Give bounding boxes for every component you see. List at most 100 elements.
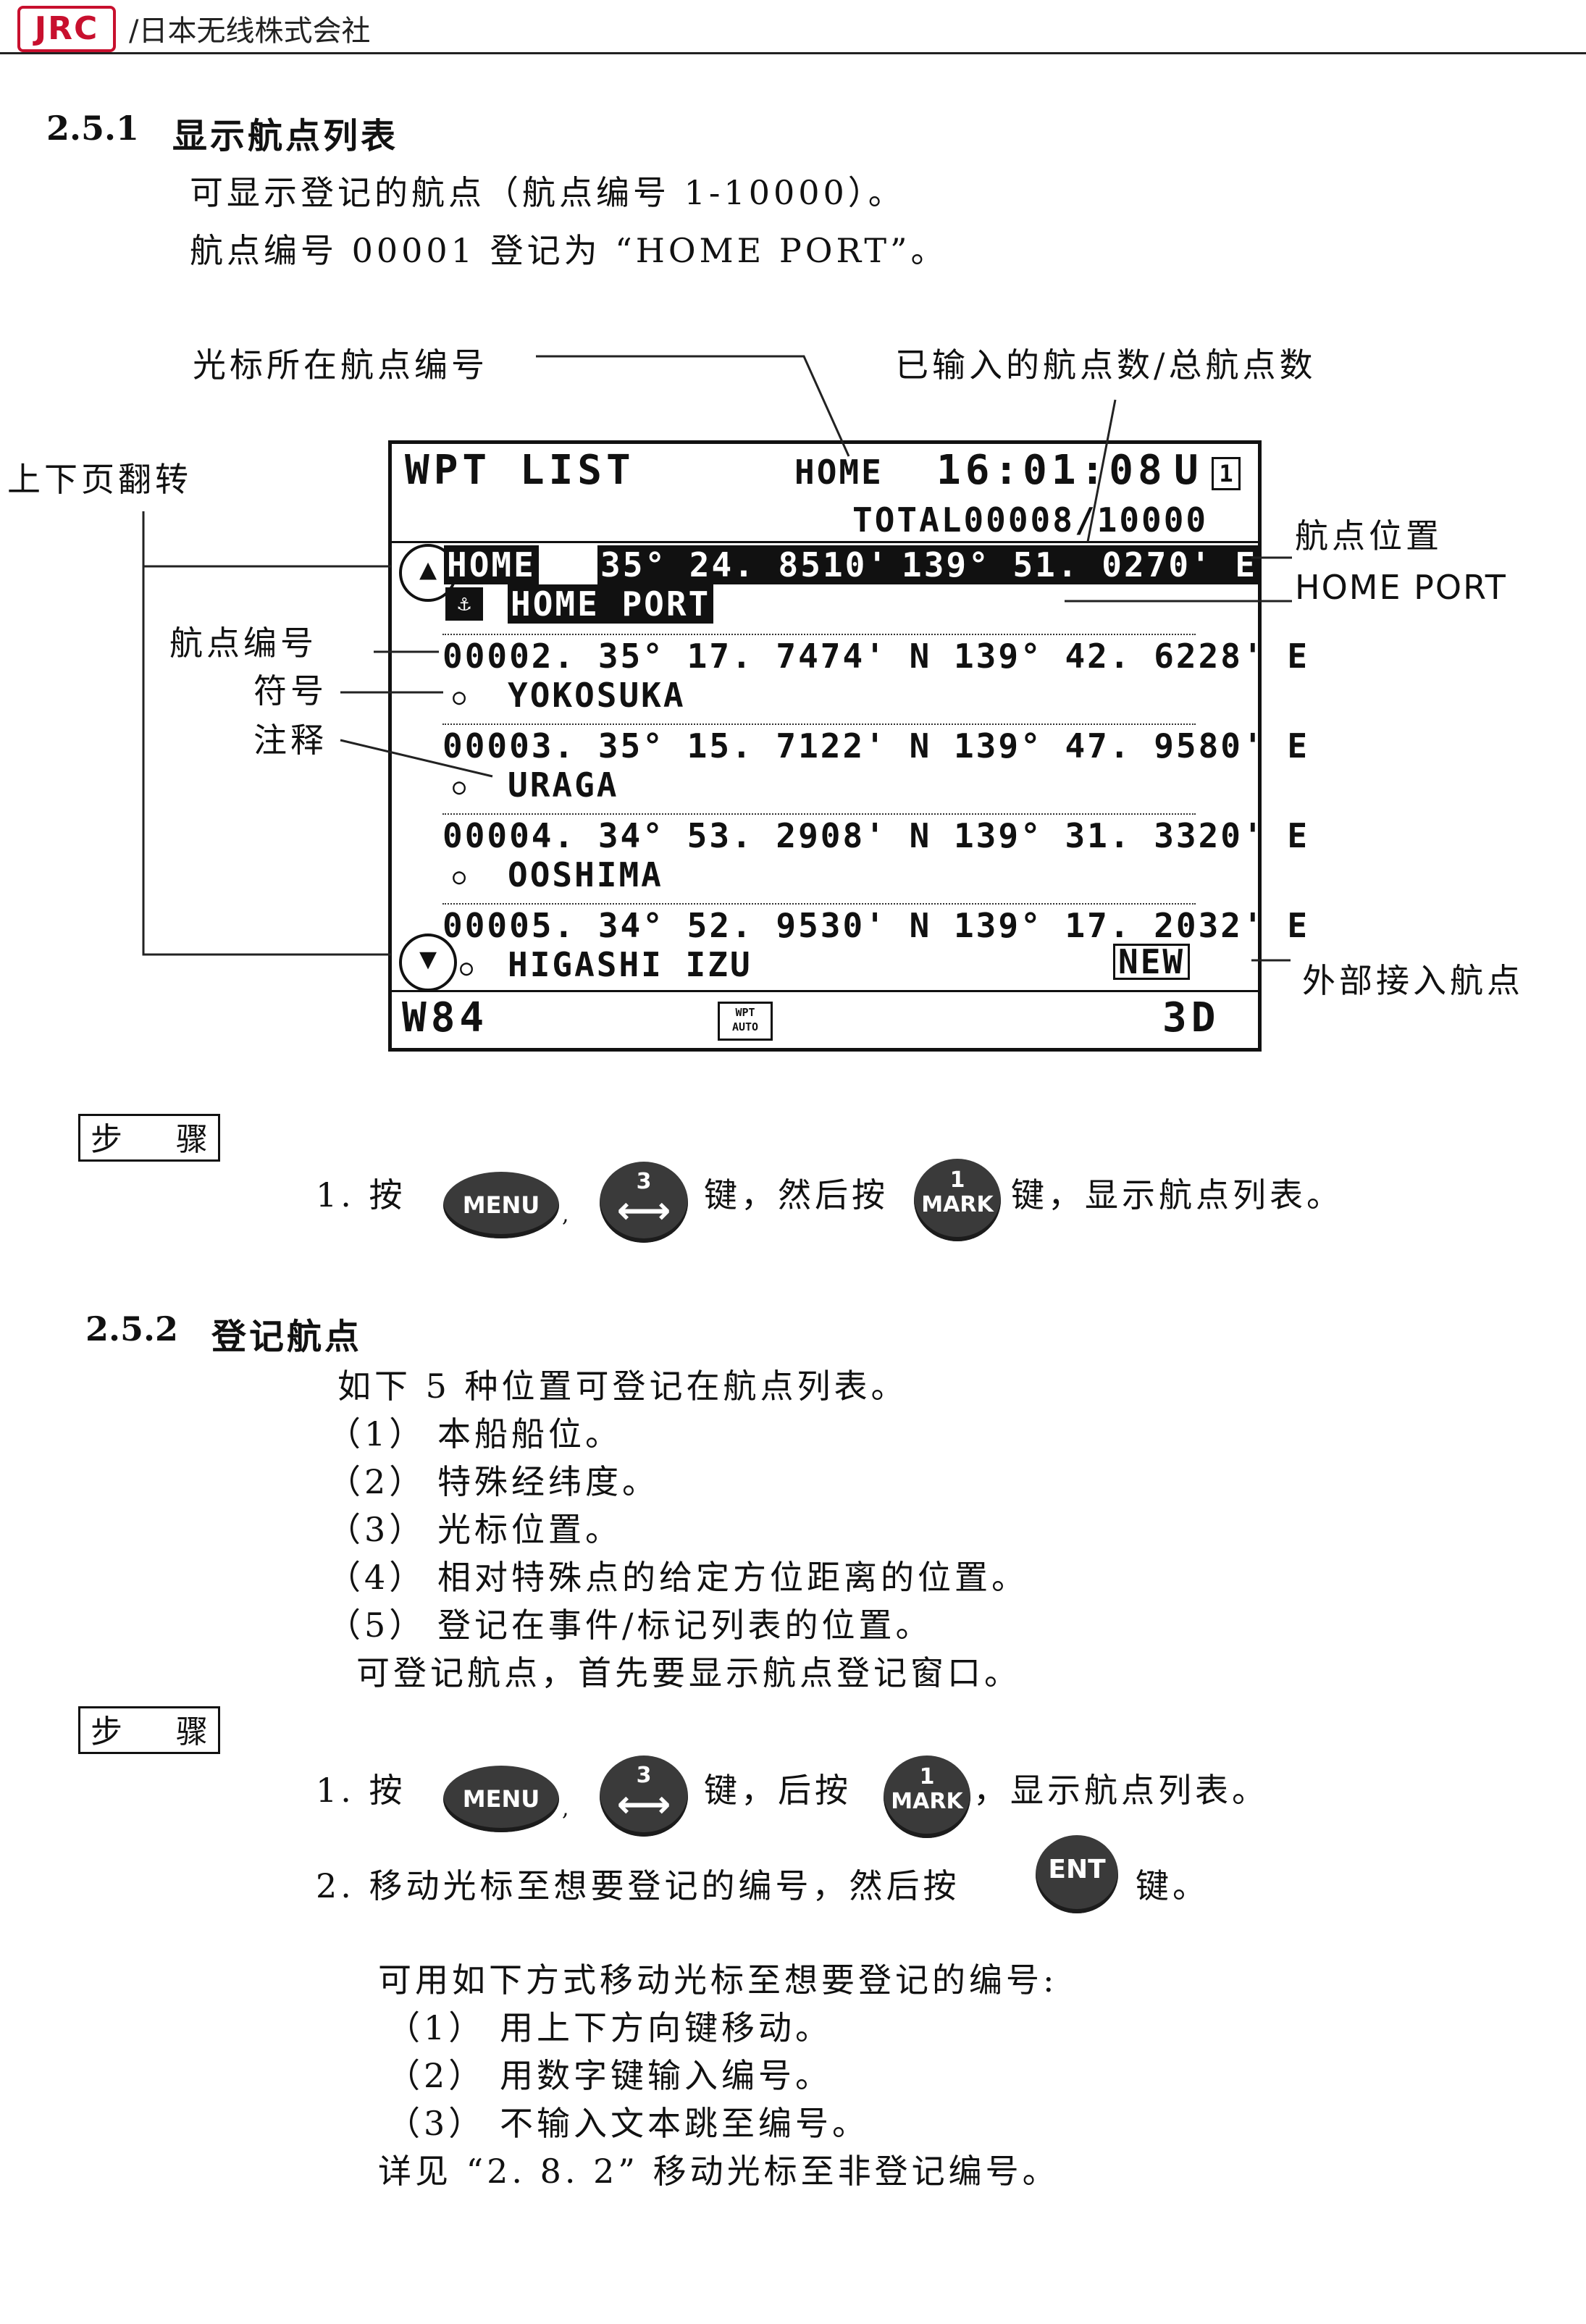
- section2-note: 可登记航点，首先要显示航点登记窗口。: [356, 1653, 1021, 1692]
- datum-label: W84: [402, 994, 489, 1041]
- section-number-2: 2.5.2: [85, 1309, 179, 1348]
- section2-item-5-num: （5）: [327, 1606, 427, 1645]
- section-number-1: 2.5.1: [46, 109, 140, 148]
- section-title-1: 显示航点列表: [172, 116, 399, 156]
- section2-item-4-text: 相对特殊点的给定方位距离的位置。: [437, 1558, 1028, 1597]
- anchor-icon: ⚓: [445, 587, 483, 621]
- wpt-row-3-coords[interactable]: 00003. 35° 15. 7122' N 139° 47. 9580' E: [442, 726, 1310, 765]
- row-divider: [442, 813, 1196, 815]
- key-3-number: 3: [636, 1169, 652, 1194]
- wpt-row-2-comment: YOKOSUKA: [508, 676, 686, 715]
- section2-item-1-num: （1）: [327, 1414, 427, 1453]
- mark-key-number: 1: [919, 1764, 935, 1790]
- wpt-row-5-coords[interactable]: 00005. 34° 52. 9530' N 139° 17. 2032' E: [442, 906, 1310, 945]
- header-rule: [0, 52, 1586, 54]
- callout-external-wpt: 外部接入航点: [1302, 961, 1524, 1000]
- callout-entered-total: 已输入的航点数/总航点数: [895, 345, 1317, 385]
- screen-time-unit: U: [1174, 447, 1203, 494]
- step1-mid: 键，然后按: [704, 1175, 889, 1215]
- wpt-row-5-comment: HIGASHI IZU: [508, 945, 752, 984]
- mark-key-number: 1: [949, 1167, 965, 1193]
- method-1-num: （1）: [387, 2008, 486, 2047]
- section2-intro: 如下 5 种位置可登记在航点列表。: [337, 1367, 908, 1406]
- row-divider: [442, 723, 1196, 725]
- section2-item-5-text: 登记在事件/标记列表的位置。: [437, 1606, 933, 1645]
- menu-key[interactable]: MENU: [443, 1172, 559, 1238]
- section1-line-2: 航点编号 00001 登记为 “HOME PORT”。: [190, 231, 948, 270]
- left-right-arrow-icon: ⟷: [616, 1189, 671, 1233]
- section2-item-2-num: （2）: [327, 1462, 427, 1501]
- screen-header-separator: [392, 541, 1258, 543]
- step1-prefix: 1. 按: [316, 1175, 406, 1215]
- callout-cursor-wpt-number: 光标所在航点编号: [193, 345, 488, 385]
- key-comma: ,: [562, 1202, 569, 1228]
- method-2-num: （2）: [387, 2056, 486, 2095]
- step2-2-suffix: 键。: [1136, 1866, 1209, 1905]
- wpt-row-5-symbol-icon: ○: [460, 955, 474, 981]
- row-divider: [442, 903, 1196, 905]
- section1-line-1: 可显示登记的航点（航点编号 1-10000）。: [190, 173, 905, 212]
- screen-title: WPT LIST: [405, 447, 635, 494]
- page-down-arrow-icon: ▼: [419, 942, 437, 976]
- screen-footer-separator: [392, 990, 1258, 992]
- wpt-list-screen: WPT LIST HOME 16:01:08 U 1 TOTAL00008/10…: [388, 440, 1307, 1052]
- step1-suffix: 键，显示航点列表。: [1011, 1175, 1343, 1215]
- screen-time-box: 1: [1212, 457, 1241, 490]
- callout-symbol: 符号: [253, 671, 327, 710]
- section2-item-3-text: 光标位置。: [437, 1510, 622, 1549]
- step2-1-suffix: ，显示航点列表。: [973, 1771, 1269, 1810]
- screen-cursor-label: HOME: [794, 453, 884, 492]
- method-1-text: 用上下方向键移动。: [500, 2008, 832, 2047]
- wpt-row-3-comment: URAGA: [508, 765, 619, 805]
- mark-key[interactable]: 1 MARK: [914, 1159, 1001, 1241]
- company-name: /日本无线株式会社: [129, 14, 371, 48]
- wpt-row-2-symbol-icon: ○: [453, 684, 466, 710]
- screen-time: 16:01:08: [936, 447, 1167, 494]
- section2-item-2-text: 特殊经纬度。: [437, 1462, 659, 1501]
- key-3-number: 3: [636, 1763, 652, 1788]
- steps-label-1: 步 骤: [78, 1114, 220, 1162]
- steps-char-1: 步: [91, 1121, 122, 1158]
- mark-key-word: MARK: [921, 1192, 994, 1217]
- section2-item-4-num: （4）: [327, 1558, 427, 1597]
- callout-comment: 注释: [253, 721, 327, 760]
- steps-char-2: 骤: [176, 1121, 208, 1158]
- methods-intro: 可用如下方式移动光标至想要登记的编号:: [378, 1960, 1058, 2000]
- home-name: HOME: [444, 545, 539, 584]
- menu-key[interactable]: MENU: [443, 1766, 559, 1832]
- key-3-arrow[interactable]: 3 ⟷: [600, 1755, 688, 1837]
- wpt-row-3-symbol-icon: ○: [453, 774, 466, 800]
- callout-wpt-position: 航点位置: [1295, 516, 1443, 555]
- wpt-auto-icon: WPT AUTO: [718, 1002, 773, 1041]
- screen-total: TOTAL00008/10000: [852, 500, 1209, 540]
- fix-label: 3D: [1162, 994, 1220, 1041]
- step2-1-mid: 键，后按: [704, 1771, 852, 1810]
- wpt-row-2-coords[interactable]: 00002. 35° 17. 7474' N 139° 42. 6228' E: [442, 637, 1310, 676]
- callout-wpt-number: 航点编号: [169, 624, 317, 663]
- method-3-text: 不输入文本跳至编号。: [500, 2104, 869, 2143]
- step2-1-prefix: 1. 按: [316, 1771, 406, 1810]
- page-up-arrow-icon: ▲: [419, 553, 437, 586]
- mark-key[interactable]: 1 MARK: [884, 1755, 970, 1838]
- steps-char-2: 骤: [176, 1713, 208, 1750]
- ent-key[interactable]: ENT: [1036, 1835, 1118, 1913]
- key-3-arrow[interactable]: 3 ⟷: [600, 1162, 688, 1243]
- left-right-arrow-icon: ⟷: [616, 1783, 671, 1826]
- home-lat: 35° 24. 8510' N: [597, 545, 937, 584]
- page-down-indicator[interactable]: ▼: [399, 934, 457, 991]
- see-also: 详见 “2. 8. 2” 移动光标至非登记编号。: [378, 2152, 1060, 2191]
- jrc-logo: JRC: [17, 6, 116, 52]
- steps-char-1: 步: [91, 1713, 122, 1750]
- step2-2-prefix: 2. 移动光标至想要登记的编号，然后按: [316, 1866, 960, 1905]
- section2-item-3-num: （3）: [327, 1510, 427, 1549]
- wpt-row-4-comment: OOSHIMA: [508, 855, 663, 894]
- section2-item-1-text: 本船船位。: [437, 1414, 622, 1453]
- steps-label-2: 步 骤: [78, 1706, 220, 1754]
- mark-key-word: MARK: [891, 1789, 963, 1814]
- wpt-row-4-coords[interactable]: 00004. 34° 53. 2908' N 139° 31. 3320' E: [442, 816, 1310, 855]
- home-comment: HOME PORT: [508, 584, 714, 624]
- new-badge: NEW: [1113, 944, 1191, 980]
- key-comma: ,: [562, 1796, 569, 1821]
- method-3-num: （3）: [387, 2104, 486, 2143]
